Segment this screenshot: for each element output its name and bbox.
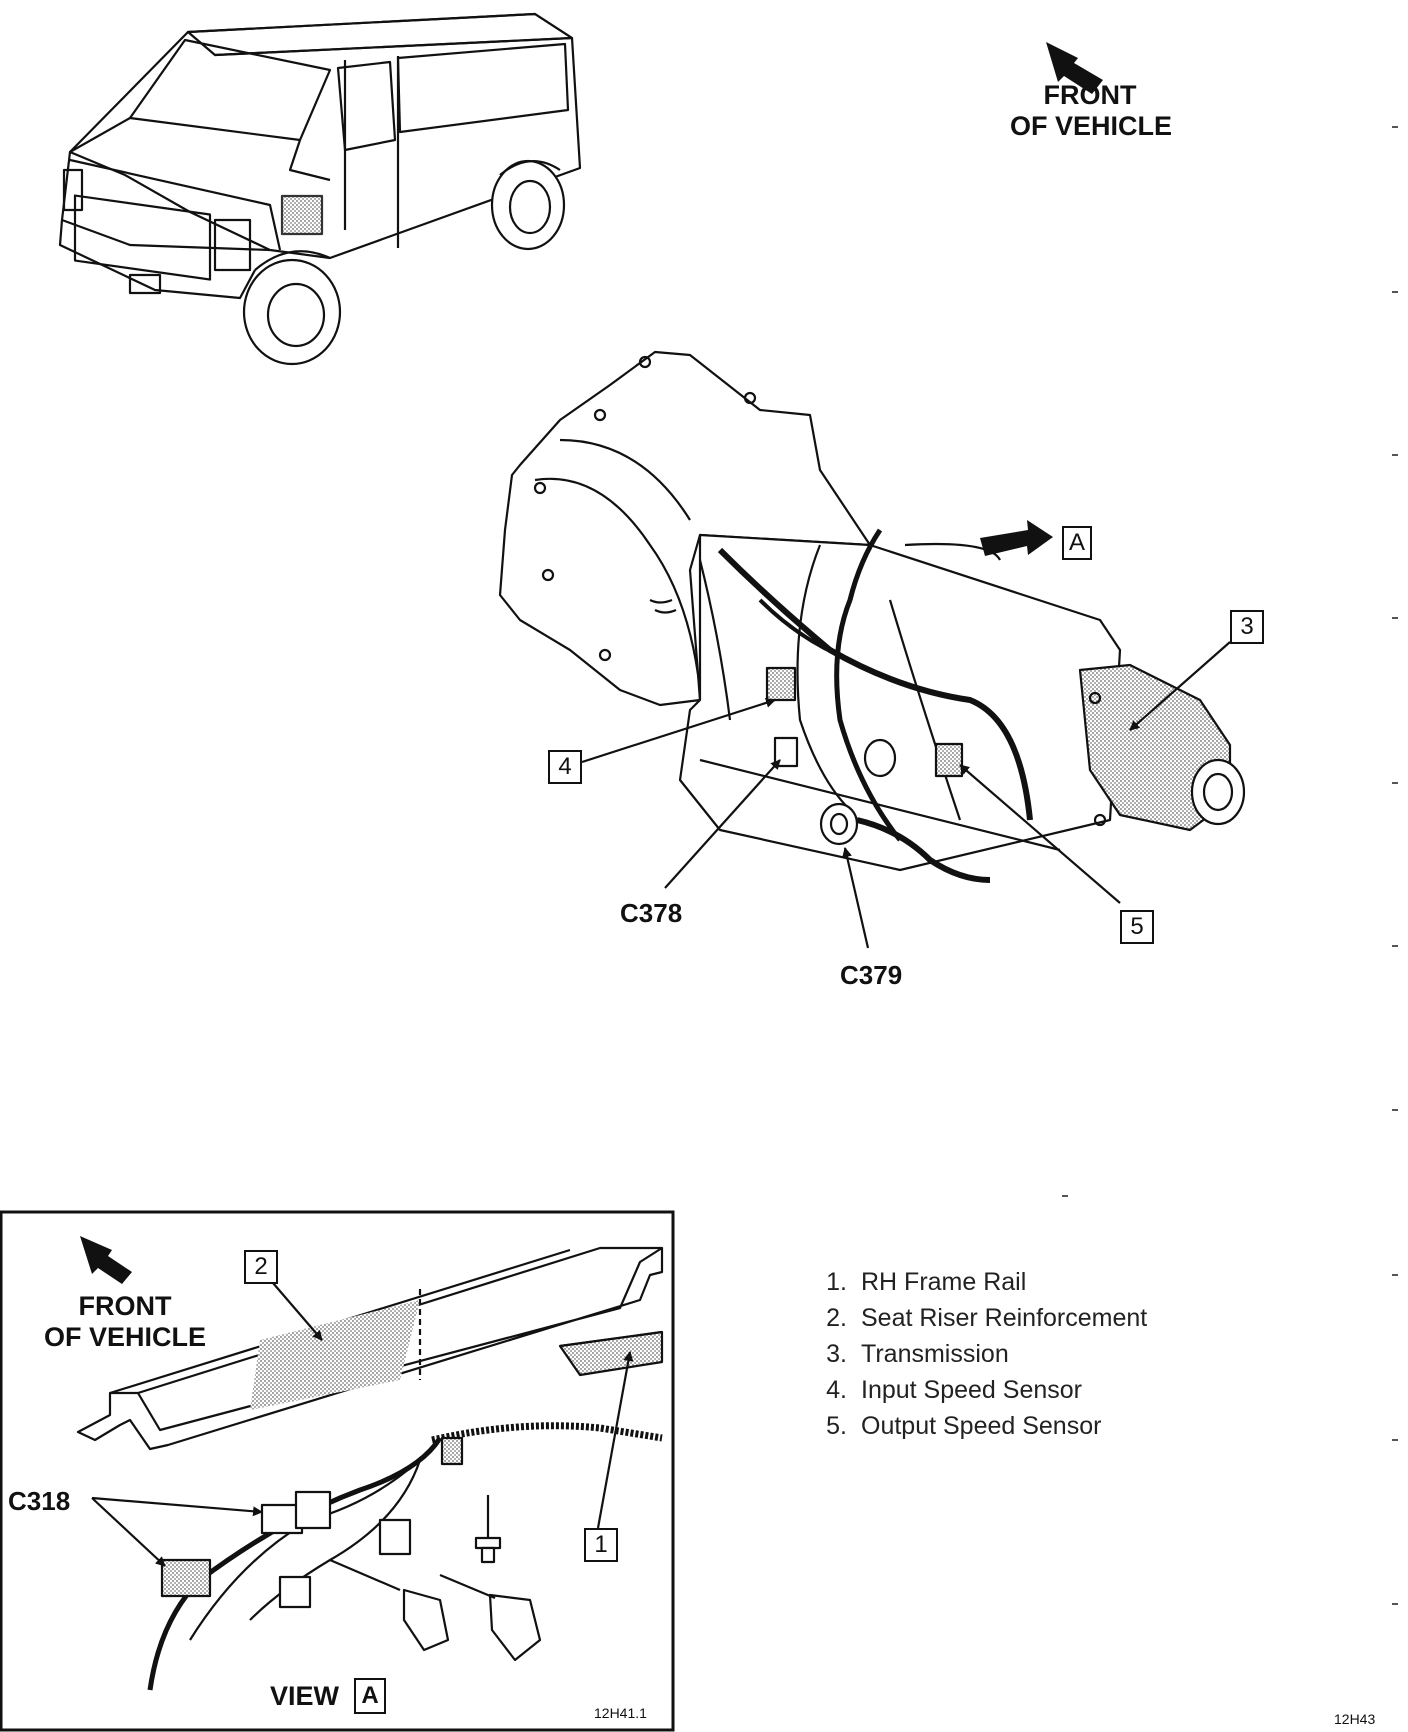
leader-3 — [1129, 641, 1231, 731]
legend-text: RH Frame Rail — [861, 1268, 1027, 1296]
front-arrow-inset — [80, 1236, 132, 1284]
leader-c378 — [664, 759, 781, 889]
front-label-line1: FRONT — [1043, 80, 1137, 110]
legend-text: Input Speed Sensor — [861, 1376, 1082, 1404]
front-of-vehicle-label: FRONT OF VEHICLE — [1010, 80, 1173, 142]
connector-c318-label: C318 — [8, 1486, 71, 1516]
legend-item: 1. RH Frame Rail — [807, 1268, 1147, 1304]
callout-5: 5 — [1120, 910, 1154, 944]
leader-4 — [581, 697, 776, 764]
page-figure-id: 12H43 — [1334, 1711, 1376, 1727]
legend-num: 4. — [826, 1376, 847, 1404]
legend-num: 2. — [826, 1304, 847, 1332]
front-label-line2: OF VEHICLE — [1010, 111, 1173, 141]
view-caption-prefix: VIEW — [270, 1681, 340, 1711]
inset-figure-id: 12H41.1 — [594, 1705, 647, 1721]
leader-5 — [959, 764, 1121, 904]
legend-text: Transmission — [861, 1340, 1009, 1368]
front-of-vehicle-inset-label: FRONT OF VEHICLE — [30, 1291, 220, 1353]
frame-rail-illustration — [76, 1246, 664, 1691]
legend-num: 5. — [826, 1412, 847, 1440]
connector-c379-label: C379 — [840, 960, 903, 990]
legend-item: 4. Input Speed Sensor — [807, 1376, 1147, 1412]
parts-legend: 1. RH Frame Rail 2. Seat Riser Reinforce… — [807, 1268, 1147, 1448]
legend-num: 1. — [826, 1268, 847, 1296]
connector-c378-label: C378 — [620, 898, 683, 928]
front-inset-line2: OF VEHICLE — [43, 1322, 206, 1352]
legend-text: Output Speed Sensor — [861, 1412, 1102, 1440]
leader-c379 — [842, 847, 870, 949]
leader-2 — [272, 1282, 323, 1341]
legend-num: 3. — [826, 1340, 847, 1368]
callout-1: 1 — [584, 1528, 618, 1562]
front-arrow-top — [1046, 42, 1103, 94]
view-a-caption: VIEW — [270, 1683, 339, 1710]
view-caption-letter: A — [354, 1678, 386, 1714]
legend-text: Seat Riser Reinforcement — [861, 1304, 1148, 1332]
view-a-frame — [0, 1210, 675, 1732]
leader-1 — [596, 1351, 634, 1529]
leader-c318-b — [91, 1497, 166, 1567]
callout-2: 2 — [244, 1250, 278, 1284]
view-a-arrow — [980, 520, 1053, 556]
legend-item: 5. Output Speed Sensor — [807, 1412, 1147, 1448]
callout-3: 3 — [1230, 610, 1264, 644]
callout-4: 4 — [548, 750, 582, 784]
legend-item: 3. Transmission — [807, 1340, 1147, 1376]
leader-c318-a — [91, 1496, 263, 1517]
view-a-marker: A — [1062, 526, 1092, 560]
van-illustration — [58, 12, 582, 366]
transmission-illustration — [498, 350, 1246, 883]
front-inset-line1: FRONT — [78, 1291, 172, 1321]
legend-item: 2. Seat Riser Reinforcement — [807, 1304, 1147, 1340]
